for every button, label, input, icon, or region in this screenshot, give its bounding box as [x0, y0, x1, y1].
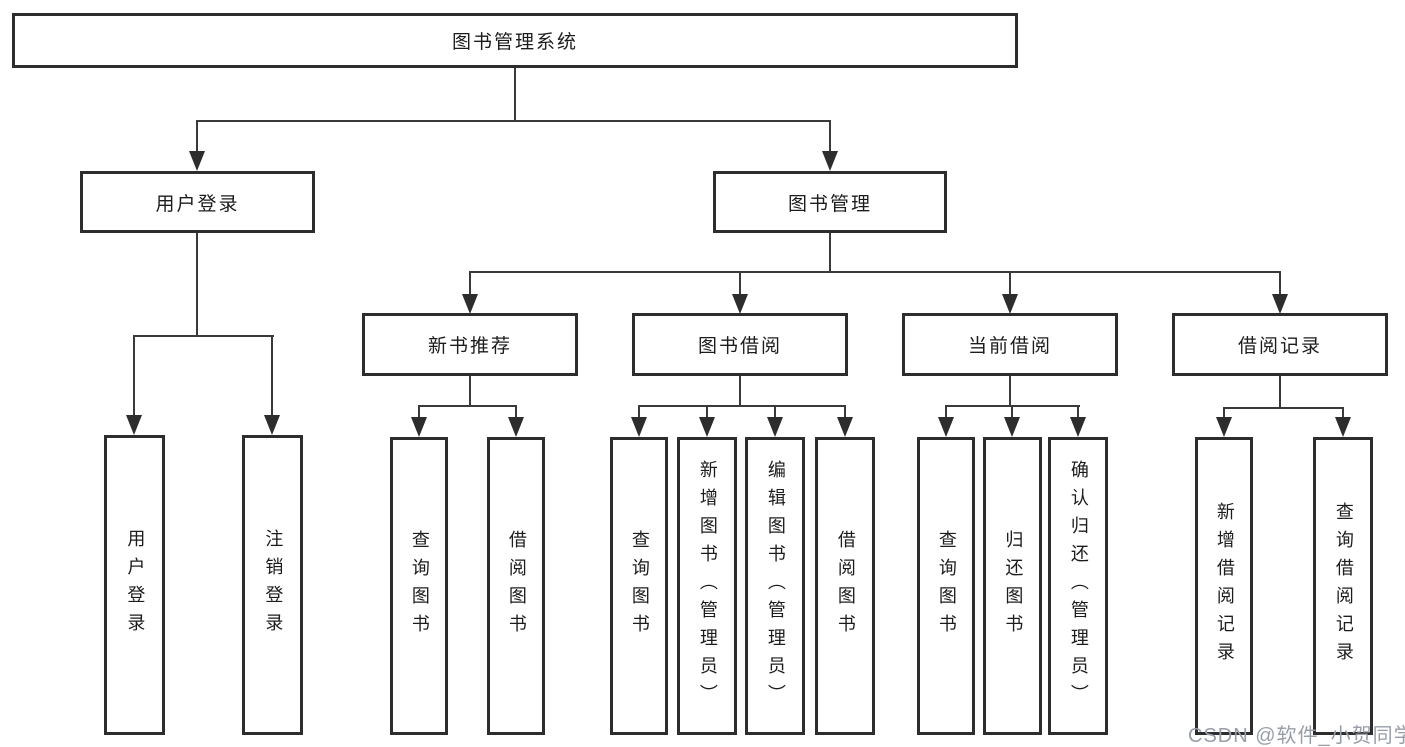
csdn-watermark: CSDN @软件_小贺同学 — [1188, 725, 1405, 747]
node-borrowing-records: 借阅记录 — [1172, 313, 1388, 376]
node-leaf-query-books-recommendation: 查询图书 — [390, 437, 448, 735]
arrow-down-icon — [631, 417, 647, 437]
arrow-down-icon — [508, 417, 524, 437]
node-book-borrowing: 图书借阅 — [632, 313, 848, 376]
connector-line — [1011, 405, 1013, 419]
arrow-down-icon — [1216, 417, 1232, 437]
connector-line — [1279, 376, 1281, 409]
arrow-down-icon — [699, 417, 715, 437]
connector-line — [739, 376, 741, 407]
node-leaf-query-books-borrowing: 查询图书 — [610, 437, 668, 735]
connector-line — [1077, 405, 1079, 419]
connector-line — [706, 405, 708, 419]
arrow-down-icon — [1070, 417, 1086, 437]
connector-line — [844, 405, 846, 419]
connector-line — [1223, 407, 1344, 409]
arrow-down-icon — [822, 151, 838, 171]
node-current-borrowing: 当前借阅 — [902, 313, 1118, 376]
arrow-down-icon — [837, 417, 853, 437]
arrow-down-icon — [767, 417, 783, 437]
connector-line — [196, 233, 198, 336]
connector-line — [1223, 407, 1225, 419]
connector-line — [1342, 407, 1344, 419]
connector-line — [133, 335, 135, 417]
arrow-down-icon — [1004, 417, 1020, 437]
arrow-down-icon — [126, 415, 142, 435]
connector-line — [469, 376, 471, 407]
arrow-down-icon — [189, 151, 205, 171]
node-leaf-confirm-return-admin: 确认归还（管理员） — [1048, 437, 1108, 735]
connector-line — [774, 405, 776, 419]
arrow-down-icon — [1272, 294, 1288, 314]
connector-line — [271, 335, 273, 417]
node-new-book-recommendation: 新书推荐 — [362, 313, 578, 376]
connector-line — [945, 405, 947, 419]
node-leaf-return-books: 归还图书 — [983, 437, 1042, 735]
connector-line — [469, 271, 471, 296]
connector-line — [469, 271, 1281, 273]
connector-line — [133, 335, 274, 337]
connector-line — [514, 68, 516, 120]
connector-line — [638, 405, 640, 419]
node-leaf-logout: 注销登录 — [242, 435, 303, 735]
node-root-library-management-system: 图书管理系统 — [12, 13, 1018, 68]
connector-line — [638, 405, 846, 407]
connector-line — [196, 120, 831, 122]
arrow-down-icon — [732, 294, 748, 314]
connector-line — [515, 405, 517, 419]
node-leaf-add-books-admin: 新增图书（管理员） — [677, 437, 737, 735]
connector-line — [418, 405, 420, 419]
connector-line — [1279, 271, 1281, 296]
node-leaf-query-borrow-record: 查询借阅记录 — [1313, 437, 1373, 735]
connector-line — [1009, 376, 1011, 407]
arrow-down-icon — [264, 415, 280, 435]
node-leaf-user-login: 用户登录 — [104, 435, 165, 735]
connector-line — [829, 120, 831, 153]
node-book-management: 图书管理 — [713, 171, 947, 233]
node-leaf-query-books-current: 查询图书 — [917, 437, 975, 735]
node-leaf-edit-books-admin: 编辑图书（管理员） — [745, 437, 805, 735]
connector-line — [196, 120, 198, 153]
node-leaf-borrow-books: 借阅图书 — [815, 437, 875, 735]
arrow-down-icon — [411, 417, 427, 437]
node-user-login: 用户登录 — [80, 171, 315, 233]
connector-line — [739, 271, 741, 296]
node-leaf-borrow-books-recommendation: 借阅图书 — [487, 437, 545, 735]
arrow-down-icon — [462, 294, 478, 314]
arrow-down-icon — [938, 417, 954, 437]
arrow-down-icon — [1335, 417, 1351, 437]
arrow-down-icon — [1002, 294, 1018, 314]
connector-line — [418, 405, 517, 407]
node-leaf-add-borrow-record: 新增借阅记录 — [1195, 437, 1253, 735]
connector-line — [1009, 271, 1011, 296]
connector-line — [829, 233, 831, 272]
